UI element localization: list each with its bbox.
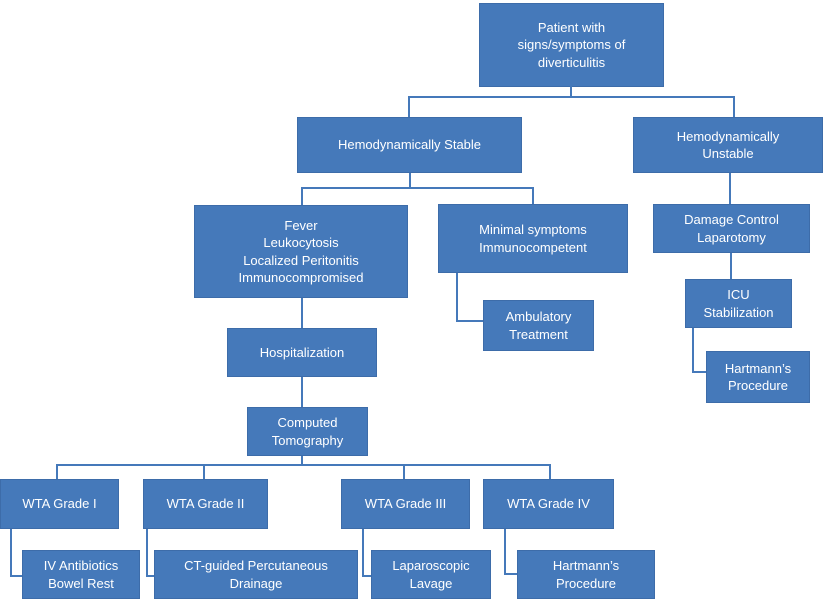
- node-wta-grade-4: WTA Grade IV: [483, 479, 614, 529]
- connector-drop-minimal: [532, 187, 534, 204]
- connector-bottom-spine: [56, 464, 551, 466]
- node-damage-control-laparotomy: Damage Control Laparotomy: [653, 204, 810, 253]
- connector-wta4-elbow-h: [504, 573, 517, 575]
- connector-wta1-elbow-v: [10, 529, 12, 577]
- connector-ct-down: [301, 456, 303, 466]
- connector-stable-down: [409, 173, 411, 188]
- node-ct-guided-percutaneous-drainage: CT-guided Percutaneous Drainage: [154, 550, 358, 599]
- connector-drop-wta2: [203, 464, 205, 479]
- connector-patient-down: [570, 86, 572, 98]
- node-wta-grade-3: WTA Grade III: [341, 479, 470, 529]
- connector-damage-icu: [730, 253, 732, 279]
- connector-wta2-elbow-h: [146, 575, 154, 577]
- node-fever-leukocytosis: Fever Leukocytosis Localized Peritonitis…: [194, 205, 408, 298]
- node-minimal-symptoms: Minimal symptoms Immunocompetent: [438, 204, 628, 273]
- connector-wta4-elbow-v: [504, 529, 506, 575]
- connector-minimal-elbow-v: [456, 273, 458, 322]
- node-wta-grade-1: WTA Grade I: [0, 479, 119, 529]
- connector-unstable-damage: [729, 173, 731, 204]
- node-hemodynamically-stable: Hemodynamically Stable: [297, 117, 522, 173]
- connector-fever-hospitalization: [301, 298, 303, 328]
- node-hartmanns-procedure-bottom: Hartmann’s Procedure: [517, 550, 655, 599]
- connector-top-spine: [408, 96, 735, 98]
- connector-icu-elbow-v: [692, 328, 694, 373]
- node-icu-stabilization: ICU Stabilization: [685, 279, 792, 328]
- connector-drop-fever: [301, 187, 303, 205]
- node-wta-grade-2: WTA Grade II: [143, 479, 268, 529]
- connector-drop-stable: [408, 96, 410, 117]
- connector-wta2-elbow-v: [146, 529, 148, 577]
- connector-stable-spine: [301, 187, 534, 189]
- node-ambulatory-treatment: Ambulatory Treatment: [483, 300, 594, 351]
- connector-drop-wta4: [549, 464, 551, 479]
- connector-drop-wta1: [56, 464, 58, 479]
- connector-minimal-elbow-h: [456, 320, 483, 322]
- connector-wta3-elbow-h: [362, 575, 371, 577]
- node-laparoscopic-lavage: Laparoscopic Lavage: [371, 550, 491, 599]
- connector-icu-elbow-h: [692, 371, 706, 373]
- node-patient: Patient with signs/symptoms of diverticu…: [479, 3, 664, 87]
- connector-wta3-elbow-v: [362, 529, 364, 577]
- node-iv-antibiotics-bowel-rest: IV Antibiotics Bowel Rest: [22, 550, 140, 599]
- connector-drop-wta3: [403, 464, 405, 479]
- connector-wta1-elbow-h: [10, 575, 22, 577]
- node-hemodynamically-unstable: Hemodynamically Unstable: [633, 117, 823, 173]
- node-computed-tomography: Computed Tomography: [247, 407, 368, 456]
- connector-hospitalization-ct: [301, 377, 303, 407]
- node-hartmanns-procedure-right: Hartmann’s Procedure: [706, 351, 810, 403]
- node-hospitalization: Hospitalization: [227, 328, 377, 377]
- connector-drop-unstable: [733, 96, 735, 117]
